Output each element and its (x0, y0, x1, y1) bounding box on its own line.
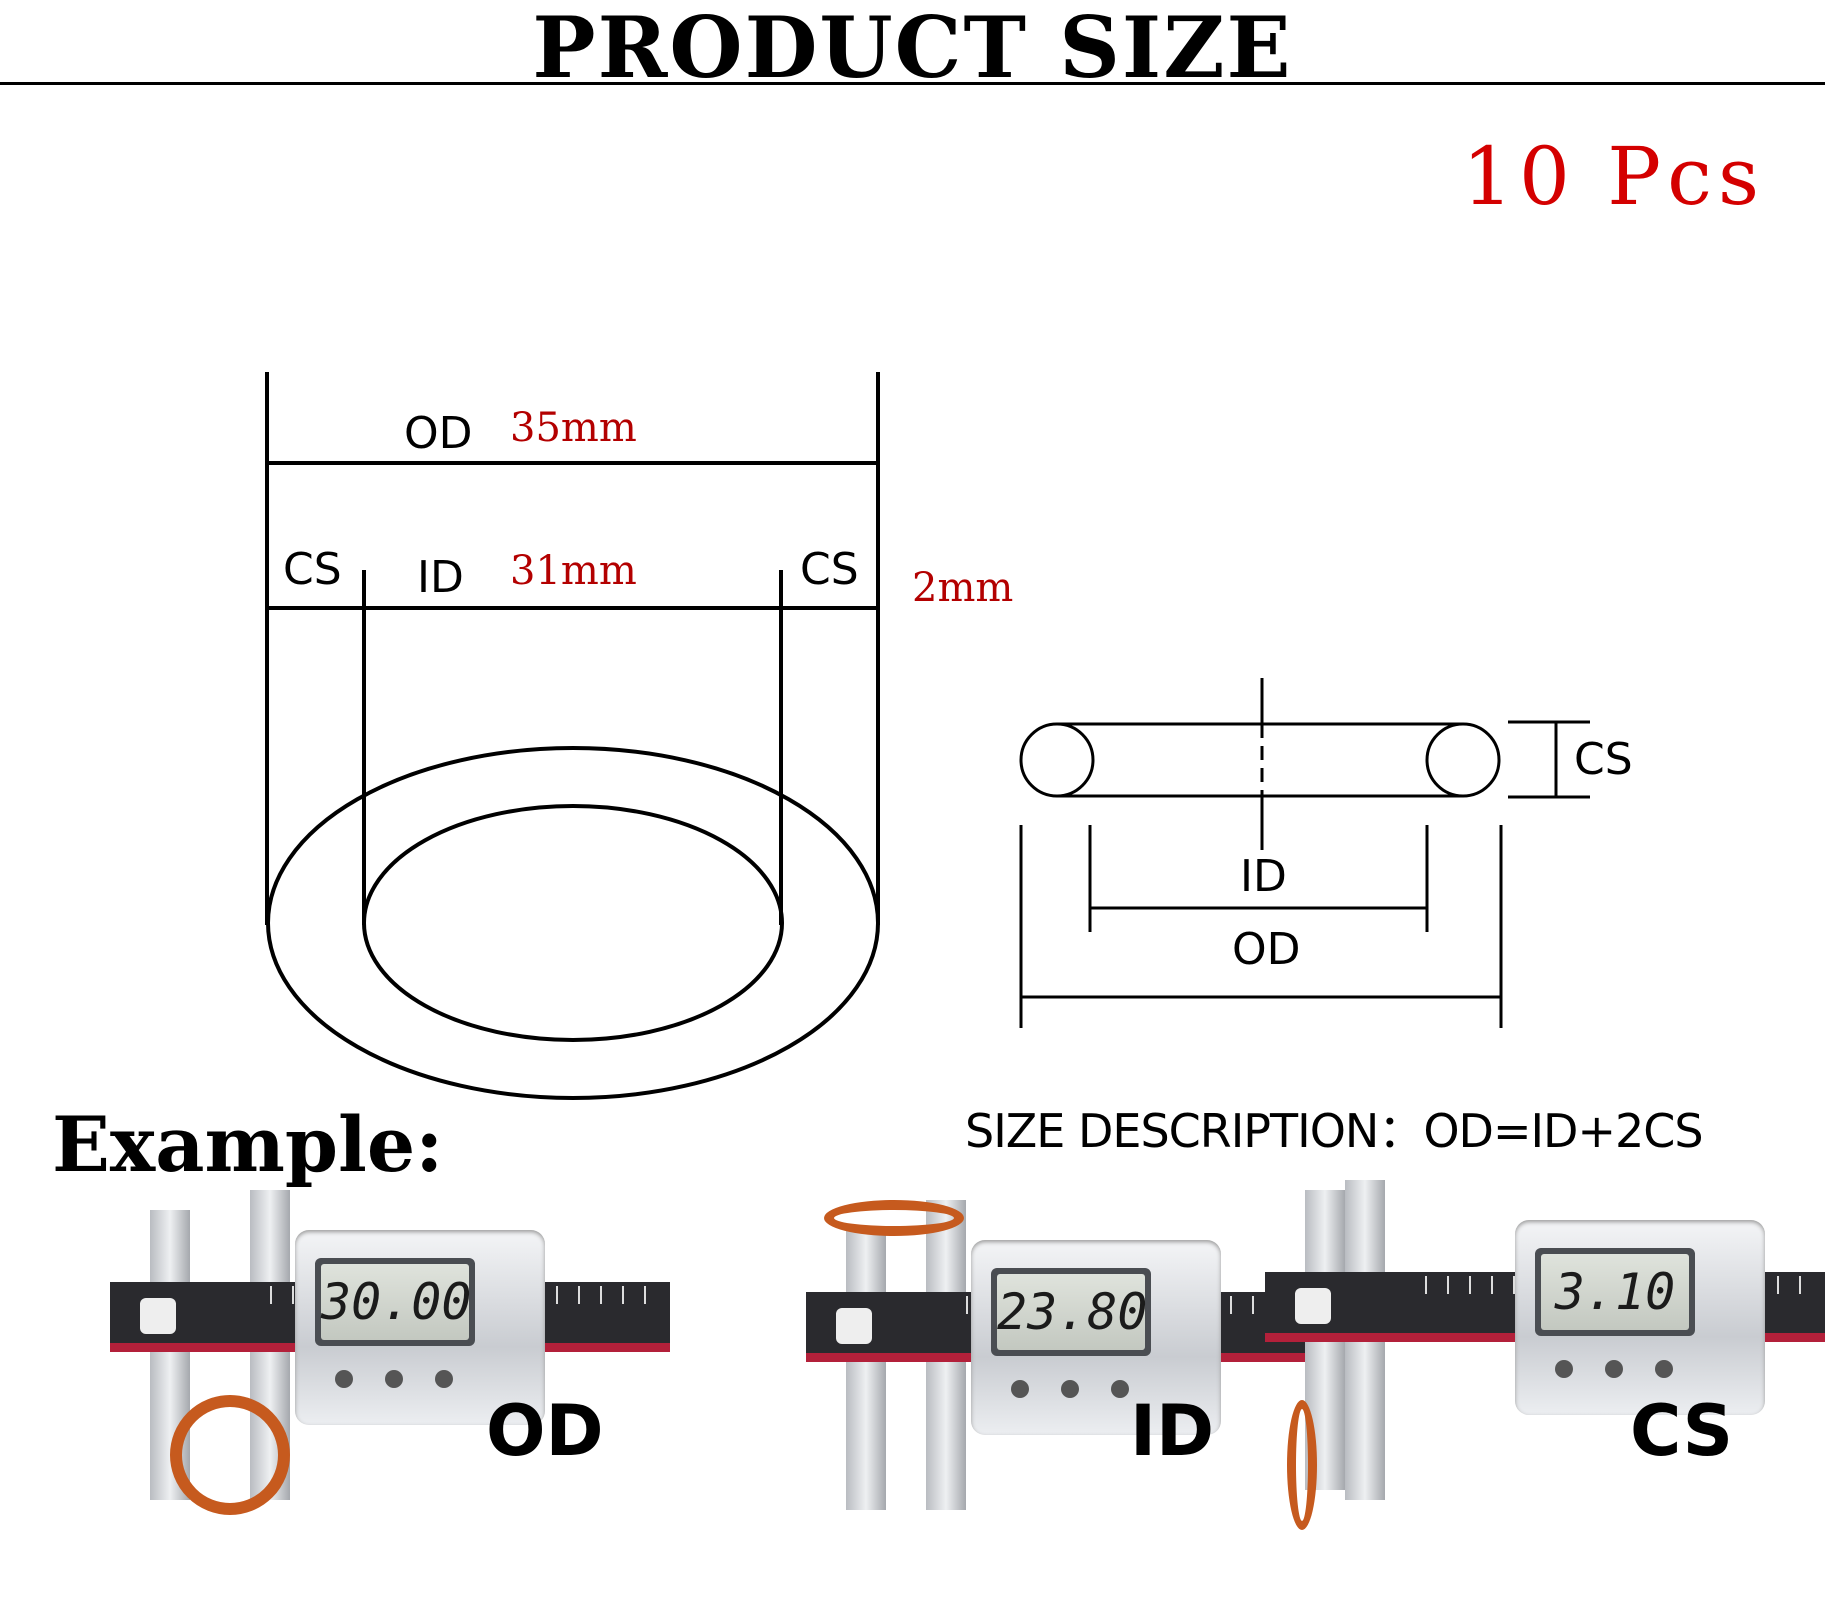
od-value: 35mm (510, 405, 637, 451)
caliper-jaw (846, 1230, 886, 1510)
caliper-display-body: 23.80 (971, 1240, 1221, 1435)
cross-section-right (1425, 722, 1501, 798)
brand-logo-icon (836, 1308, 872, 1344)
lcd-screen: 3.10 (1535, 1248, 1695, 1336)
o-ring-sample (1287, 1400, 1317, 1530)
o-ring-sample (824, 1200, 964, 1236)
cs-left-label: CS (283, 544, 342, 595)
button-icon (435, 1370, 453, 1388)
example-label-id: ID (1130, 1390, 1215, 1472)
example-label-cs: CS (1630, 1390, 1734, 1472)
lcd-screen: 23.80 (991, 1268, 1151, 1356)
button-icon (1605, 1360, 1623, 1378)
section-id-label: ID (1240, 851, 1287, 902)
page-title: PRODUCT SIZE (532, 0, 1293, 97)
size-formula: SIZE DESCRIPTION：OD=ID+2CS (965, 1104, 1704, 1158)
lcd-reading: 23.80 (997, 1274, 1148, 1350)
quantity-label: 10 Pcs (1462, 130, 1765, 223)
ring-outer-edge (266, 746, 880, 1100)
example-heading: Example: (52, 1100, 444, 1189)
cross-section-left (1019, 722, 1095, 798)
section-diagram (1019, 678, 1590, 1028)
lcd-screen: 30.00 (315, 1258, 475, 1346)
id-label: ID (417, 552, 464, 603)
lcd-reading: 3.10 (1541, 1254, 1689, 1330)
button-icon (1061, 1380, 1079, 1398)
caliper-display-body: 30.00 (295, 1230, 545, 1425)
ring-inner-edge (362, 804, 784, 1042)
button-icon (1655, 1360, 1673, 1378)
cs-right-label: CS (800, 544, 859, 595)
button-icon (1111, 1380, 1129, 1398)
caliper-photo-cs: 3.10 (1265, 1180, 1825, 1530)
button-icon (1011, 1380, 1029, 1398)
cs-value: 2mm (912, 565, 1014, 611)
section-cs-label: CS (1574, 734, 1633, 785)
caliper-photo-od: 30.00 (110, 1190, 670, 1520)
section-od-label: OD (1232, 924, 1301, 975)
o-ring-sample (170, 1395, 290, 1515)
lcd-reading: 30.00 (321, 1264, 472, 1340)
brand-logo-icon (140, 1298, 176, 1334)
od-label: OD (404, 408, 473, 459)
title-divider (0, 82, 1825, 85)
brand-logo-icon (1295, 1288, 1331, 1324)
example-label-od: OD (486, 1390, 604, 1472)
id-value: 31mm (510, 548, 637, 594)
ring-diagram (265, 372, 880, 1100)
caliper-display-body: 3.10 (1515, 1220, 1765, 1415)
button-icon (1555, 1360, 1573, 1378)
button-icon (385, 1370, 403, 1388)
button-icon (335, 1370, 353, 1388)
